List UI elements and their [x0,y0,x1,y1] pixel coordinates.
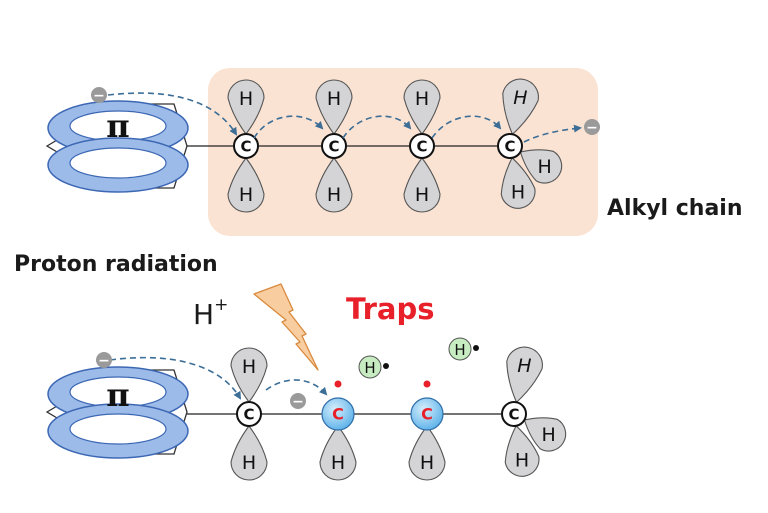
electron-bottom-trapped: − [290,393,306,410]
alkyl-chain-label: Alkyl chain [607,196,743,221]
hydrogen-lobe: H [506,346,543,404]
hydrogen-lobe: H [523,417,567,452]
traps-label: Traps [346,292,435,326]
pi-system-bottom: π [45,366,189,459]
alkyl-chain-box [208,68,598,236]
hydrogen-lobe: H [403,79,441,135]
carbon-atom: C [233,133,259,159]
proton-radiation-label: Proton radiation [14,252,218,277]
trap-carbon: C [410,397,444,431]
hydrogen-label: H [511,181,525,203]
carbon-label: C [328,138,339,156]
hydrogen-label: H [415,88,429,110]
hydrogen-lobe: H [408,425,446,481]
hydrogen-lobe: H [227,157,265,213]
free-hydrogen-atom: H [448,337,479,361]
hydrogen-label: H [415,184,429,206]
hydrogen-lobe: H [227,79,265,135]
pi-symbol-bottom: π [106,376,129,414]
hydrogen-label: H [327,184,341,206]
hydrogen-lobe: H [519,149,563,184]
hydrogen-lobe: H [319,425,357,481]
hydrogen-label: H [242,356,256,378]
carbon-label: C [416,138,427,156]
hydrogen-label: H [327,88,341,110]
electron-transfer-arrows-top [107,92,582,143]
hydrogen-lobe: H [230,347,268,403]
electron-bottom-left: − [96,352,112,369]
svg-text:−: − [93,88,105,104]
hydrogen-label: H [242,452,256,474]
carbon-label: C [243,406,254,424]
pi-system-top: π [45,100,189,193]
hydrogen-label: H [541,424,555,446]
lightning-bolt-icon [253,283,319,371]
carbon-label: C [504,138,515,156]
hydrogen-lobe: H [403,157,441,213]
hydrogen-lobe: H [500,156,536,209]
hydrogen-label: H [513,87,527,109]
carbon-atom: C [409,133,435,159]
electron-top-left: − [91,87,107,104]
hydrogen-label: H [517,355,531,377]
svg-text:−: − [586,120,598,136]
carbon-atom: C [501,401,527,427]
carbon-atom: C [497,133,523,159]
hydrogen-label: H [239,184,253,206]
hydrogen-lobe: H [315,79,353,135]
free-hydrogen-atom: H [358,355,389,379]
hydrogen-label: H [331,452,345,474]
hydrogen-lobe: H [502,78,539,136]
hydrogen-label: H [239,88,253,110]
trap-carbon: C [321,397,355,431]
electron-top-right: − [584,119,600,136]
carbon-atom: C [236,401,262,427]
svg-text:−: − [292,394,304,410]
pi-symbol-top: π [106,107,129,145]
hydrogen-label: H [537,156,551,178]
hydrogen-lobe: H [315,157,353,213]
electron-transfer-arrows-bottom [109,356,328,400]
radical-dot [423,380,431,388]
carbon-label: C [508,406,519,424]
hydrogen-lobe: H [230,425,268,481]
carbon-label: C [240,138,251,156]
carbon-label: C [332,405,344,424]
svg-text:−: − [98,353,110,369]
carbon-atom: C [321,133,347,159]
radical-dot [334,380,342,388]
hydrogen-lobe: H [504,424,540,477]
h-plus-label: H+ [193,294,229,331]
hydrogen-label: H [515,449,529,471]
svg-text:H: H [454,341,465,359]
hydrogen-label: H [420,452,434,474]
svg-text:H: H [364,359,375,377]
carbon-label: C [421,405,433,424]
